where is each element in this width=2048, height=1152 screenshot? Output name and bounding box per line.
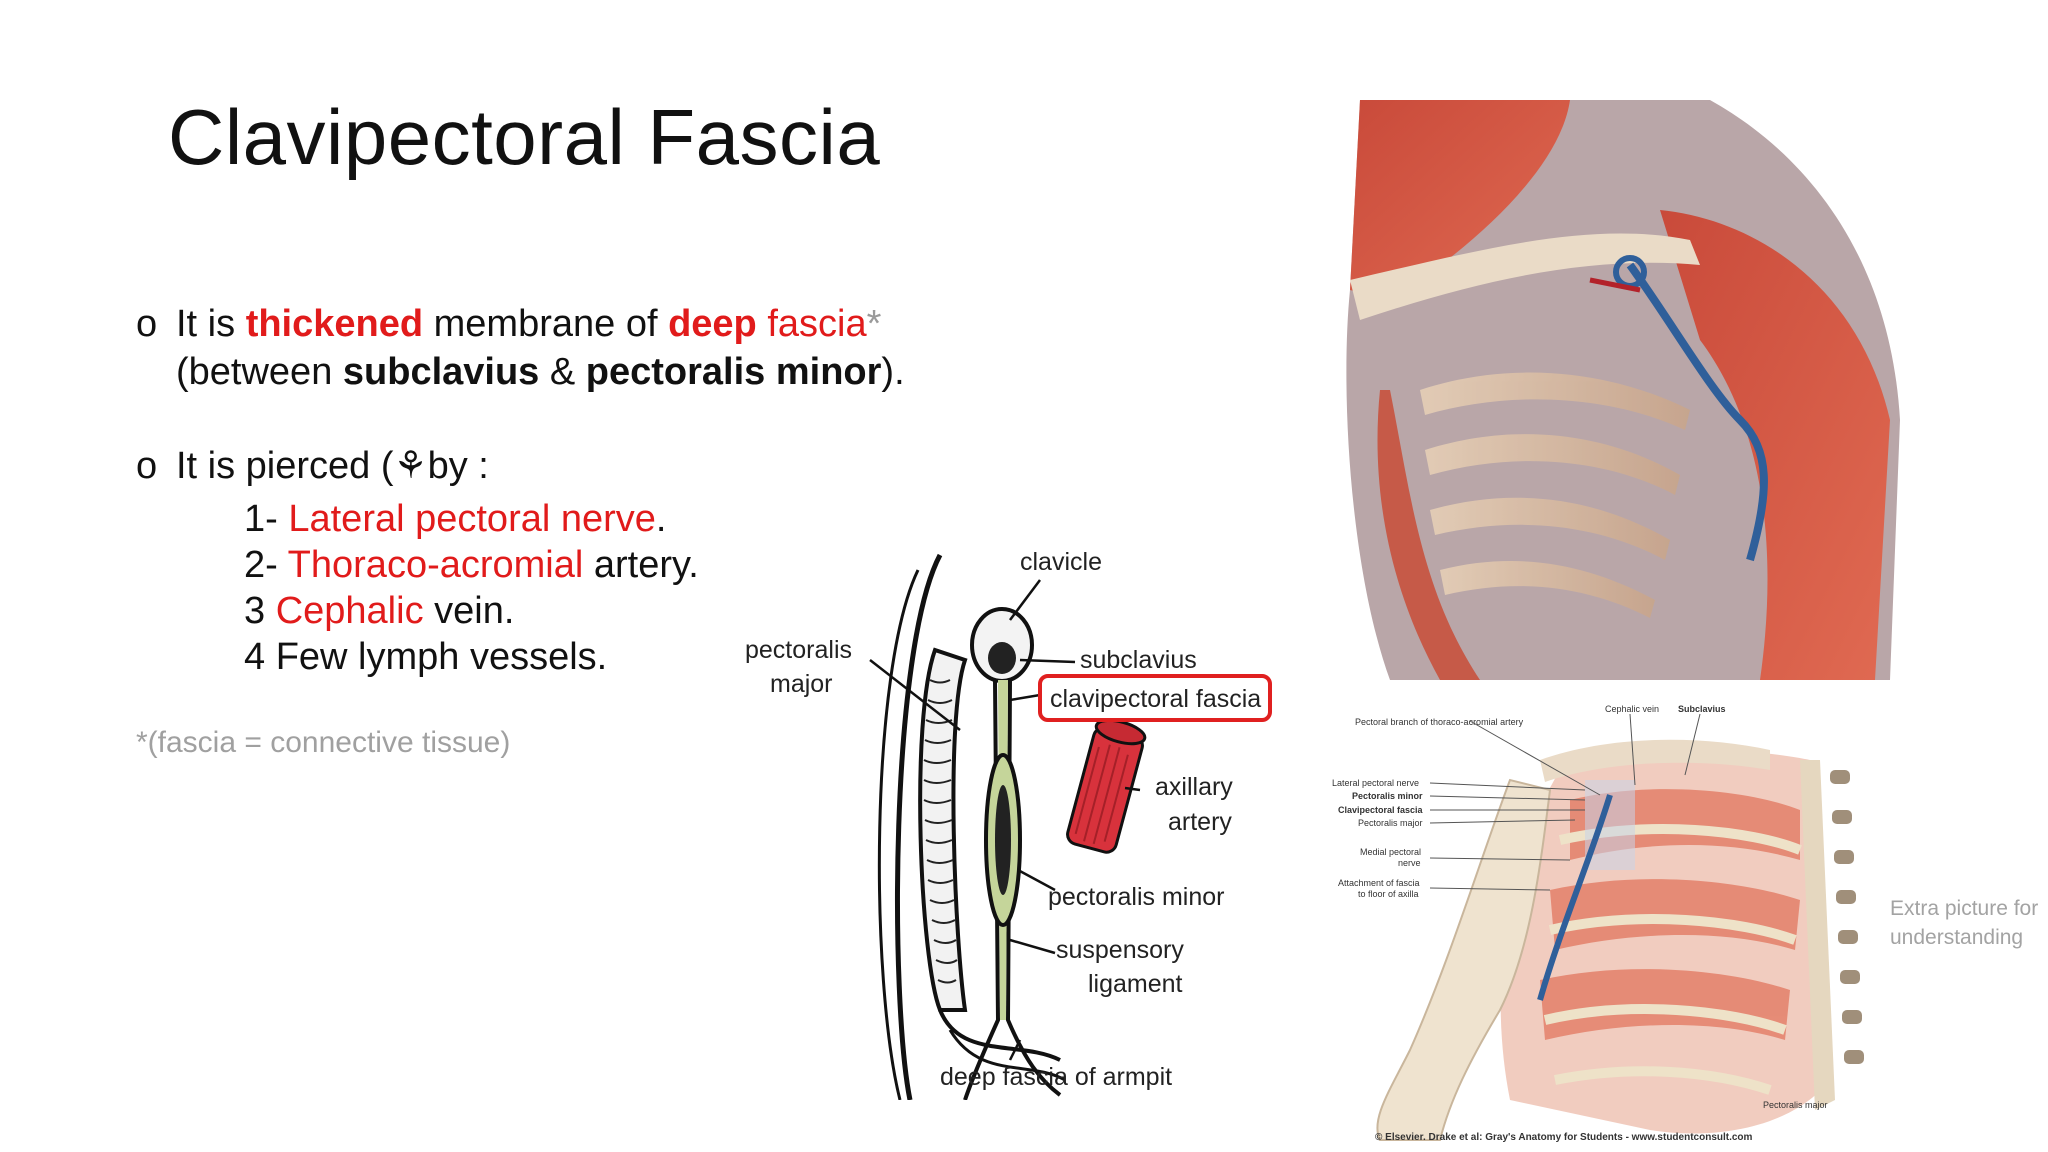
bullet-marker: o [136,445,158,487]
page-title: Clavipectoral Fascia [168,93,881,181]
pierce-symbol-icon: ⚘ [393,445,428,487]
dissection-illustration [1346,100,1900,680]
atlas-label-subclavius: Subclavius [1678,704,1726,714]
highlight-box [1038,674,1272,722]
atlas-label-lateral-pectoral-nerve: Lateral pectoral nerve [1332,778,1419,788]
subclavius-shape [988,642,1016,674]
term-pectoralis-minor: pectoralis minor [585,351,882,393]
pierced-items-list: 1- Lateral pectoral nerve. 2- Thoraco-ac… [244,496,936,680]
label-clavicle: clavicle [1020,548,1102,576]
svg-text:ligament: ligament [1088,970,1183,998]
bullet-list: o It is thickened membrane of deep fasci… [136,300,936,680]
atlas-label-attachment-of-fascia: Attachment of fascia [1338,878,1420,888]
bullet-thickened-membrane: o It is thickened membrane of deep fasci… [136,300,936,396]
label-pectoralis-minor: pectoralis minor [1048,883,1224,911]
label-pectoralis-major: pectoralis [745,636,852,664]
label-suspensory-ligament: suspensory [1056,936,1184,964]
muscle-texture [923,679,958,984]
label-subclavius: subclavius [1080,646,1197,674]
atlas-label-pectoral-branch: Pectoral branch of thoraco-acromial arte… [1355,717,1524,727]
term-fascia: fascia [756,303,867,345]
asterisk: * [866,303,882,345]
clavipectoral-diagram: clavicle pectoralis major subclavius cla… [745,548,1272,1100]
atlas-label-pectoralis-major: Pectoralis major [1358,818,1423,828]
extra-picture-note: Extra picture for understanding [1890,897,2039,949]
term-deep: deep [668,303,757,345]
atlas-label-clavipectoral-fascia: Clavipectoral fascia [1338,805,1424,815]
svg-text:nerve: nerve [1398,858,1421,868]
svg-text:to floor of axilla: to floor of axilla [1358,889,1419,899]
term-subclavius: subclavius [342,351,540,393]
label-deep-fascia: deep fascia of armpit [940,1063,1172,1091]
pectoralis-minor-core [995,785,1011,895]
outer-line [877,569,920,1100]
atlas-label-pectoralis-minor: Pectoralis minor [1352,791,1423,801]
label-axillary-artery: axillary [1155,773,1233,801]
atlas-label-cephalic-vein: Cephalic vein [1605,704,1659,714]
atlas-credit: © Elsevier. Drake et al: Gray's Anatomy … [1375,1132,1753,1143]
bullet-marker: o [136,303,158,345]
atlas-label-medial-pectoral-nerve: Medial pectoral [1360,847,1421,857]
term-thickened: thickened [245,303,424,345]
atlas-label-pectoralis-major-bottom: Pectoralis major [1763,1100,1828,1110]
axillary-artery-shape [1066,718,1147,854]
skin-line [895,553,943,1100]
svg-text:major: major [770,670,833,698]
list-item: 4 Few lymph vessels. [244,636,608,678]
list-item: 1- Lateral pectoral nerve. [244,498,667,540]
bullet-pierced-by: o It is pierced (⚘by : 1- Lateral pector… [136,442,936,680]
atlas-illustration: Pectoral branch of thoraco-acromial arte… [1332,704,1864,1143]
footnote: *(fascia = connective tissue) [136,726,511,759]
svg-text:artery: artery [1168,808,1232,836]
list-item: 3 Cephalic vein. [244,590,515,632]
list-item: 2- Thoraco-acromial artery. [244,544,699,586]
label-clavipectoral-fascia: clavipectoral fascia [1050,685,1261,713]
clavicle-bone [1350,233,1700,320]
atlas-leader-lines [1429,713,1701,891]
